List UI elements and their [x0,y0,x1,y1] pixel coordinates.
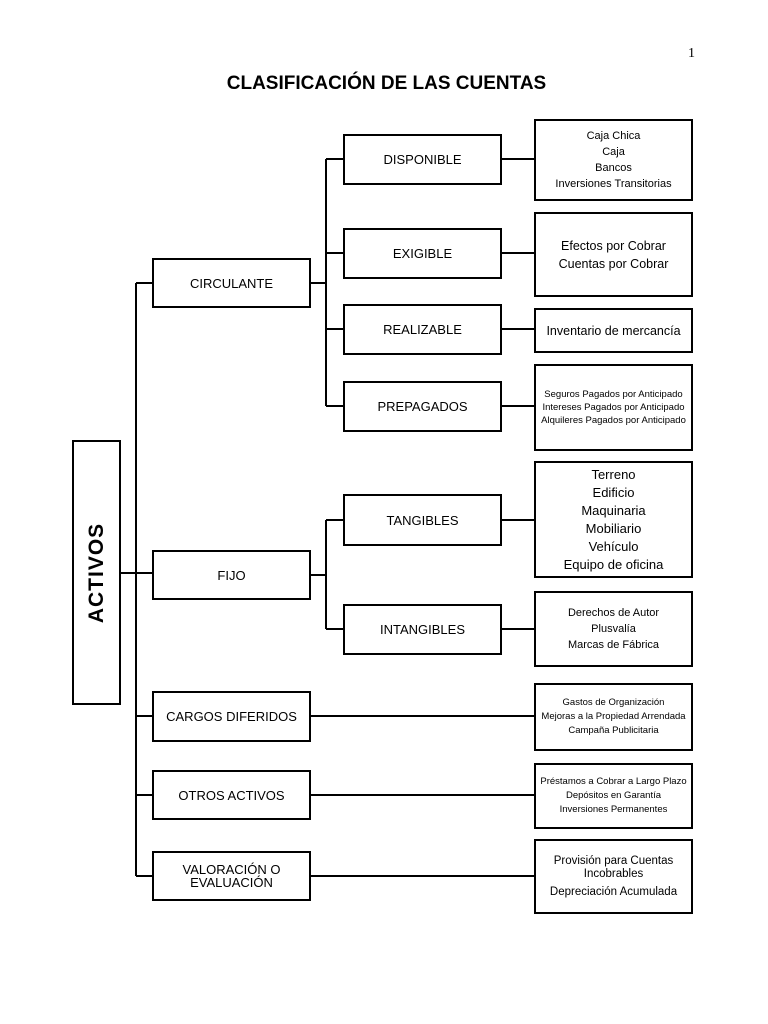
detail-item: Maquinaria [581,502,646,518]
detail-item: Provisión para Cuentas Incobrables [553,854,674,880]
subgroup-realizable: REALIZABLE [343,304,502,355]
detail-intangibles: Derechos de Autor Plusvalía Marcas de Fá… [534,591,693,667]
group-label: CIRCULANTE [189,275,274,291]
page-number: 1 [688,46,695,61]
detail-item: Vehículo [588,538,639,554]
detail-item: Caja [602,146,625,158]
subgroup-disponible: DISPONIBLE [343,134,502,185]
detail-realizable: Inventario de mercancía [534,308,693,353]
subgroup-intangibles: INTANGIBLES [343,604,502,655]
group-circulante: CIRCULANTE [152,258,311,308]
subgroup-label: PREPAGADOS [377,399,468,414]
detail-item: Seguros Pagados por Anticipado [544,389,683,400]
detail-cargos-diferidos: Gastos de Organización Mejoras a la Prop… [534,683,693,751]
root-label: ACTIVOS [84,522,108,623]
detail-item: Equipo de oficina [563,556,664,572]
subgroup-prepagados: PREPAGADOS [343,381,502,432]
subgroup-label: INTANGIBLES [379,622,465,637]
detail-item: Cuentas por Cobrar [558,256,669,271]
group-otros-activos: OTROS ACTIVOS [152,770,311,820]
subgroup-label: TANGIBLES [386,512,459,528]
detail-valoracion: Provisión para Cuentas Incobrables Depre… [534,839,693,914]
detail-prepagados: Seguros Pagados por Anticipado Intereses… [534,364,693,451]
detail-item: Terreno [591,466,636,482]
detail-item: Caja Chica [586,130,641,142]
detail-item: Edificio [592,484,635,500]
detail-item: Depreciación Acumulada [549,885,678,898]
group-cargos-diferidos: CARGOS DIFERIDOS [152,691,311,742]
subgroup-label: DISPONIBLE [383,152,462,167]
detail-item: Efectos por Cobrar [561,238,666,253]
root-node-activos: ACTIVOS [72,440,121,705]
page-title: CLASIFICACIÓN DE LAS CUENTAS [226,73,547,94]
detail-item: Inversiones Permanentes [559,804,668,815]
detail-item: Derechos de Autor [567,607,660,619]
group-label: CARGOS DIFERIDOS [166,709,297,724]
detail-item: Bancos [595,162,632,174]
group-label: FIJO [217,567,246,583]
detail-exigible: Efectos por Cobrar Cuentas por Cobrar [534,212,693,297]
detail-item: Depósitos en Garantía [565,790,662,801]
detail-item: Mobiliario [585,520,642,536]
detail-item: Marcas de Fábrica [567,639,660,651]
detail-tangibles: Terreno Edificio Maquinaria Mobiliario V… [534,461,693,578]
detail-item: Mejoras a la Propiedad Arrendada [541,711,686,722]
detail-item: Gastos de Organización [562,697,665,708]
detail-item: Plusvalía [591,623,636,635]
group-label: VALORACIÓN O EVALUACIÓN [182,862,281,890]
group-fijo: FIJO [152,550,311,600]
detail-item: Inversiones Transitorias [555,178,672,190]
group-label: OTROS ACTIVOS [178,787,285,803]
detail-item: Inventario de mercancía [546,323,681,338]
subgroup-label: EXIGIBLE [392,246,453,261]
detail-item: Campaña Publicitaria [568,725,659,736]
detail-otros-activos: Préstamos a Cobrar a Largo Plazo Depósit… [534,763,693,829]
subgroup-tangibles: TANGIBLES [343,494,502,546]
detail-item: Alquileres Pagados por Anticipado [541,415,686,426]
group-valoracion: VALORACIÓN O EVALUACIÓN [152,851,311,901]
subgroup-label: REALIZABLE [383,322,462,337]
detail-disponible: Caja Chica Caja Bancos Inversiones Trans… [534,119,693,201]
detail-item: Préstamos a Cobrar a Largo Plazo [540,776,687,787]
subgroup-exigible: EXIGIBLE [343,228,502,279]
detail-item: Intereses Pagados por Anticipado [542,402,685,413]
